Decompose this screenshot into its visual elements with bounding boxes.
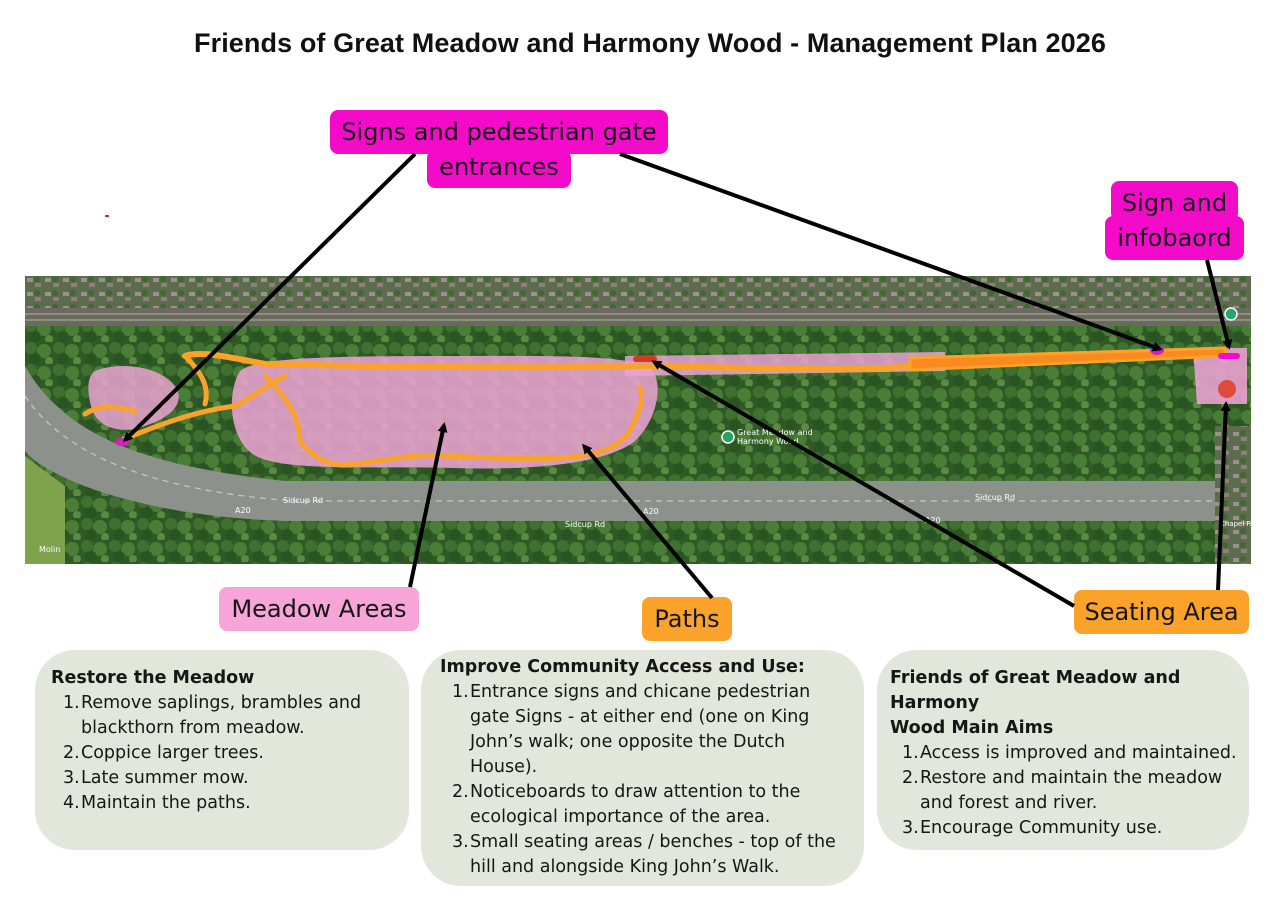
signs-gates-callout-cont: entrances — [427, 150, 571, 188]
list-item: 1. Remove saplings, brambles and blackth… — [63, 693, 362, 738]
restore-meadow-card: Restore the Meadow 1. Remove saplings, b… — [35, 650, 409, 850]
list-item: 3. Small seating areas / benches - top o… — [452, 832, 836, 877]
stray-mark — [105, 215, 109, 217]
road-label: A20 — [925, 516, 941, 525]
paths-label: Paths — [654, 605, 720, 633]
restore-meadow-list: 1. Remove saplings, brambles and blackth… — [51, 691, 409, 816]
seating-area-label: Seating Area — [1084, 598, 1239, 626]
sign-infoboard-label-line1: Sign and — [1121, 189, 1228, 217]
meadow-areas-callout: Meadow Areas — [219, 587, 419, 631]
signs-gates-label-line1: Signs and pedestrian gate — [341, 118, 657, 146]
main-aims-heading: Friends of Great Meadow and Harmony Wood… — [890, 668, 1181, 738]
road-label: Sidcup Rd — [283, 496, 323, 505]
sign-infoboard-callout: Sign and — [1111, 181, 1238, 221]
community-access-card: Improve Community Access and Use: 1. Ent… — [421, 650, 864, 886]
community-access-list: 1. Entrance signs and chicane pedestrian… — [440, 680, 864, 880]
seating-area-callout: Seating Area — [1074, 590, 1249, 634]
list-item: 3. Late summer mow. — [63, 768, 249, 788]
aerial-map: Great Meadow and Harmony Wood Sidcup Rd … — [25, 276, 1251, 564]
signs-gates-label-line2: entrances — [439, 153, 559, 181]
main-aims-card: Friends of Great Meadow and Harmony Wood… — [877, 650, 1249, 850]
list-item: 2. Coppice larger trees. — [63, 743, 264, 763]
sign-infoboard-callout-cont: infobaord — [1105, 216, 1244, 260]
list-item: 2. Restore and maintain the meadow and f… — [902, 768, 1223, 813]
road-label: Sidcup Rd — [565, 520, 605, 529]
sign-infoboard-label-line2: infobaord — [1117, 224, 1232, 252]
meadow-areas-label: Meadow Areas — [231, 595, 407, 623]
list-item: 4. Maintain the paths. — [63, 793, 251, 813]
restore-meadow-heading: Restore the Meadow — [51, 668, 255, 688]
list-item: 1. Access is improved and maintained. — [902, 743, 1237, 763]
svg-text:Harmony Wood: Harmony Wood — [737, 437, 798, 446]
road-label: A20 — [643, 507, 659, 516]
place-label: Great Meadow and — [737, 428, 813, 437]
list-item: 2. Noticeboards to draw attention to the… — [452, 782, 801, 827]
list-item: 1. Entrance signs and chicane pedestrian… — [452, 682, 811, 777]
signs-gates-callout: Signs and pedestrian gate — [330, 110, 668, 154]
road-label: Sidcup Rd — [975, 493, 1015, 502]
road-label: A20 — [235, 506, 251, 515]
road-label: Chapel Rd — [1220, 520, 1251, 528]
paths-callout: Paths — [642, 597, 732, 641]
main-aims-list: 1. Access is improved and maintained. 2.… — [890, 741, 1249, 841]
list-item: 3. Encourage Community use. — [902, 818, 1163, 838]
road-label: Molin — [39, 545, 60, 554]
page-title: Friends of Great Meadow and Harmony Wood… — [194, 28, 1106, 58]
community-access-heading: Improve Community Access and Use: — [440, 657, 805, 677]
